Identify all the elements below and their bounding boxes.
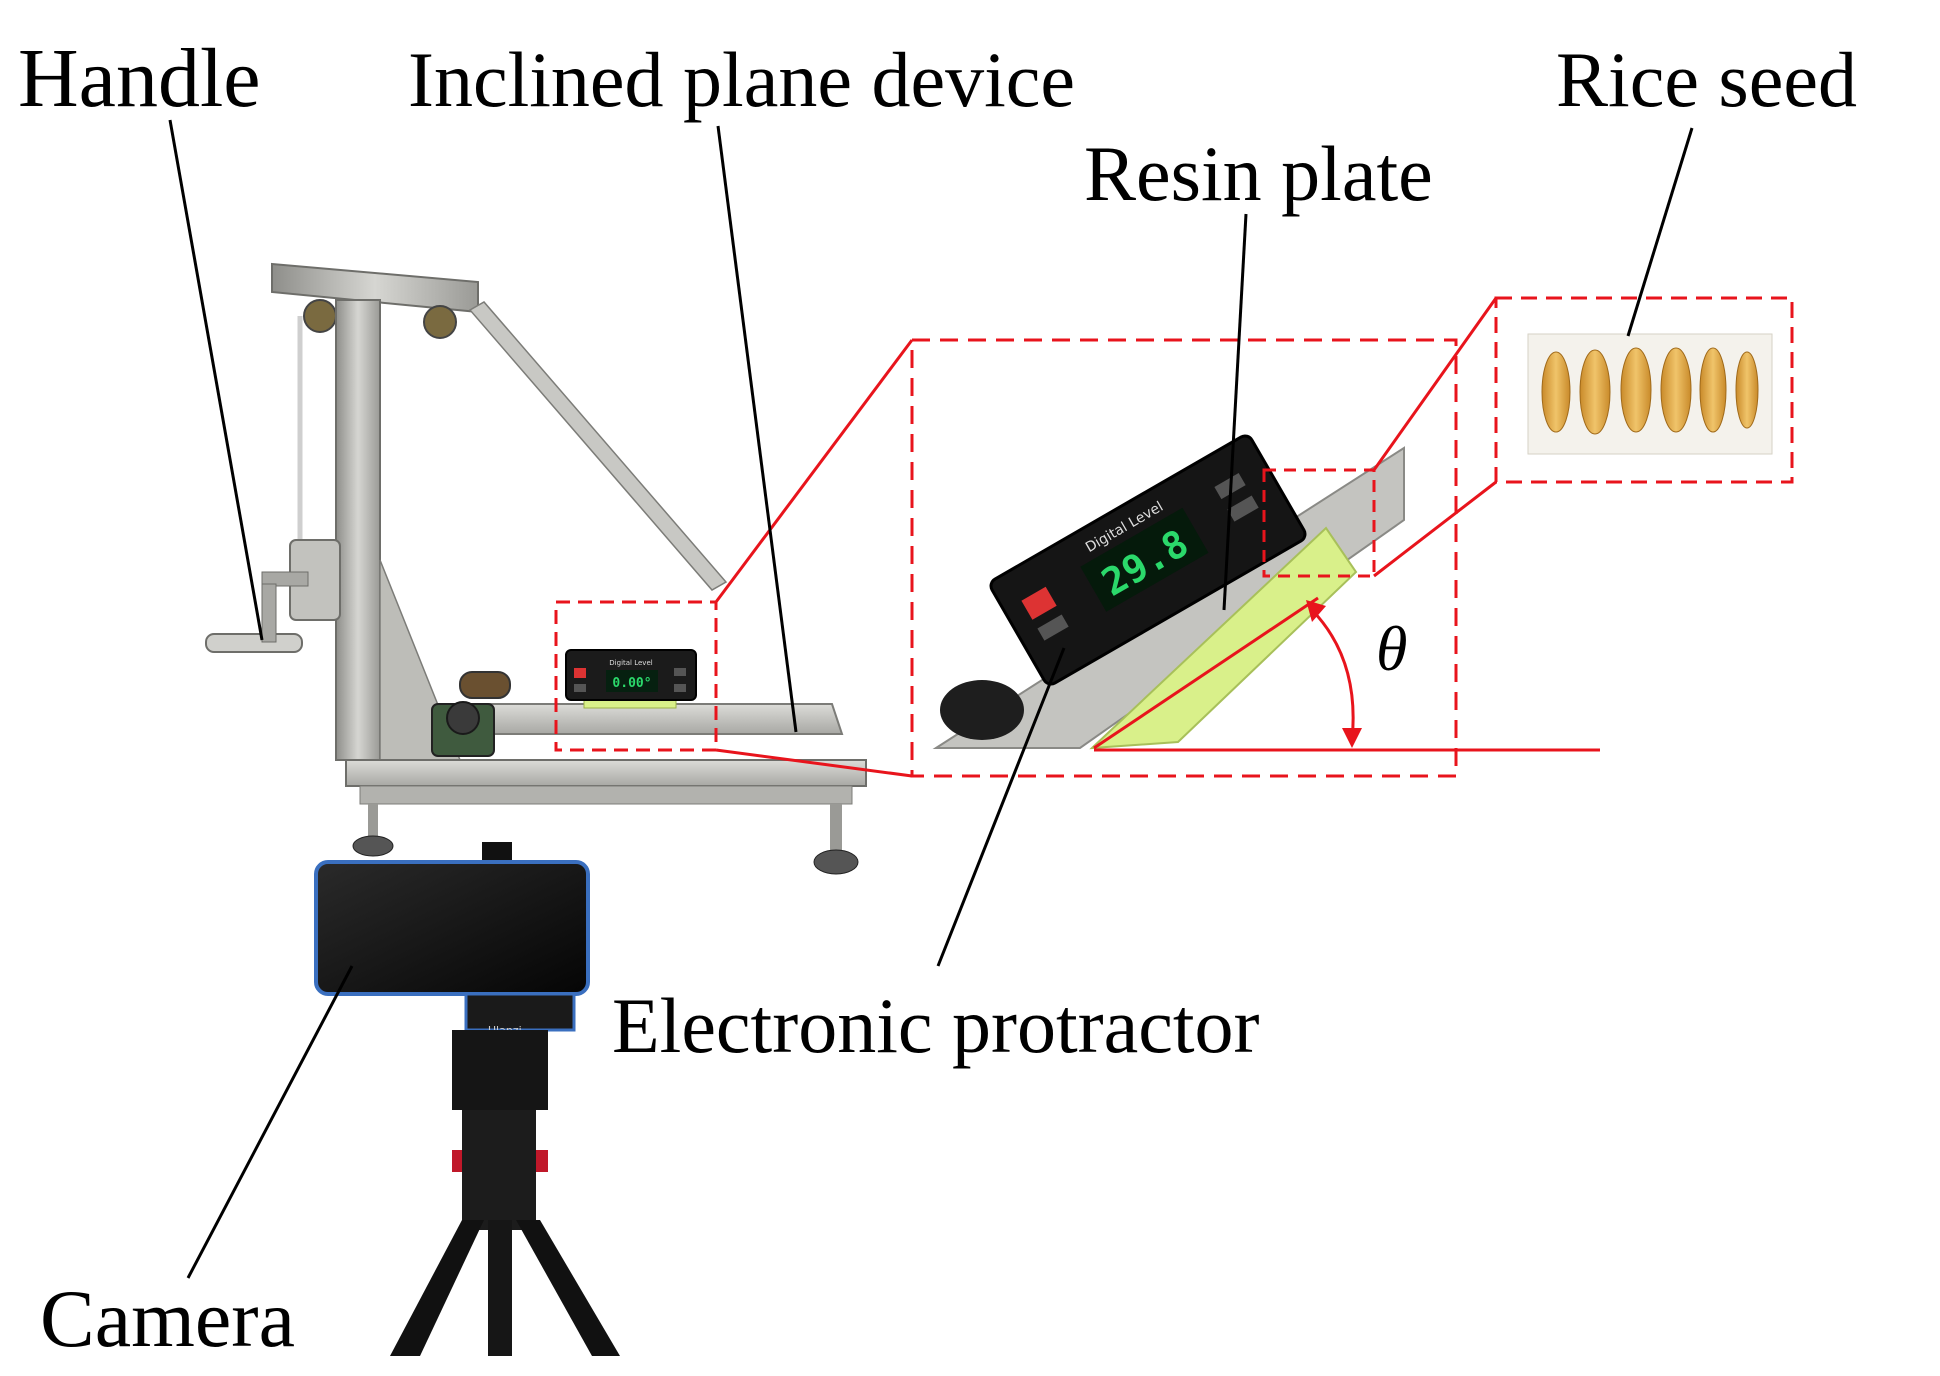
pulley-left (304, 300, 336, 332)
leader-rice-seed (1628, 128, 1692, 336)
label-electronic-protractor: Electronic protractor (612, 982, 1260, 1069)
theta-symbol: θ (1376, 613, 1407, 684)
inclined-plane-apparatus: Digital Level 0.00° (206, 264, 866, 874)
vertical-column (336, 300, 380, 760)
tripod-head (452, 1030, 548, 1110)
connector-rice-top (1374, 298, 1496, 470)
leader-camera (188, 966, 352, 1278)
leader-handle (170, 120, 262, 640)
rice-seed-inset (1528, 334, 1772, 454)
leader-inclined-plane (718, 126, 796, 732)
crank-shaft (262, 584, 276, 642)
tripod-leg-left (390, 1220, 484, 1356)
label-inclined-plane-device: Inclined plane device (408, 36, 1075, 123)
diagonal-brace (470, 302, 726, 590)
label-rice-seed: Rice seed (1556, 36, 1857, 123)
base-frame-lower (360, 786, 852, 804)
connector-zoom-top (716, 340, 912, 602)
theta-arc (1312, 610, 1353, 740)
level-reading-flat: 0.00° (612, 676, 651, 691)
zoom-roller (940, 680, 1024, 740)
zoom-inclined-view: Digital Level 29.8 θ (936, 433, 1600, 750)
theta-arrow-bottom (1342, 728, 1362, 748)
label-resin-plate: Resin plate (1084, 130, 1433, 217)
roller (460, 672, 510, 698)
label-handle: Handle (18, 32, 261, 125)
base-frame (346, 760, 866, 786)
tripod-column (462, 1110, 536, 1230)
text-labels: Handle Inclined plane device Rice seed R… (18, 32, 1857, 1364)
foot-right (814, 850, 858, 874)
foot-left (353, 836, 393, 856)
camera-rig: Ulanzi (316, 842, 620, 1356)
level-brand-flat: Digital Level (609, 659, 652, 667)
label-camera: Camera (40, 1273, 295, 1364)
digital-level-flat: Digital Level 0.00° (566, 650, 696, 700)
tripod-leg-mid (488, 1220, 512, 1356)
leg-right (830, 804, 842, 856)
crank-handle (206, 634, 302, 652)
phone (316, 862, 588, 994)
tripod-leg-right (516, 1220, 620, 1356)
bearing (447, 702, 479, 734)
pulley-right (424, 306, 456, 338)
